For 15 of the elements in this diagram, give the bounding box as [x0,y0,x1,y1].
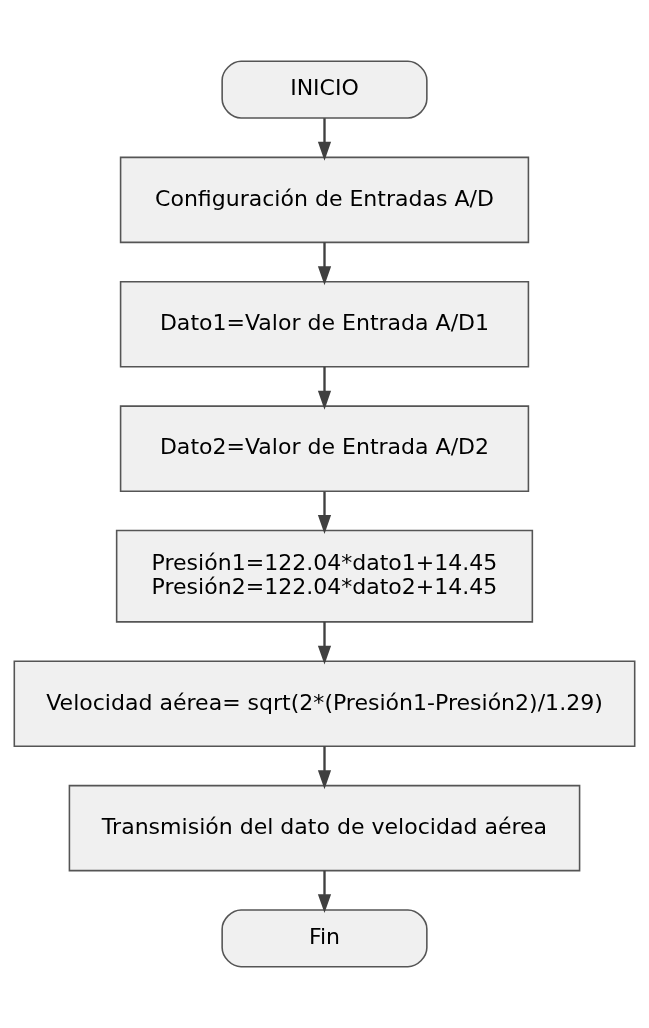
arrow [317,491,332,534]
node-box: Presión1=122.04*dato1+14.45 Presión2=122.04*dato2+14.45 [115,529,534,623]
node-box: Configuración de Entradas A/D [119,156,530,244]
node-box: Dato1=Valor de Entrada A/D1 [119,280,530,368]
node-box: Dato2=Valor de Entrada A/D2 [119,405,530,492]
arrow [317,621,332,665]
arrow [317,366,332,410]
node-box: INICIO [221,60,428,119]
node-box: Transmisión del dato de velocidad aérea [68,784,581,872]
arrow [317,242,332,286]
arrow [317,870,332,914]
node-box: Velocidad aérea= sqrt(2*(Presión1-Presión2)/1.29) [13,660,636,748]
node-box: Fin [221,909,428,968]
arrow [317,746,332,790]
arrow [317,118,332,161]
